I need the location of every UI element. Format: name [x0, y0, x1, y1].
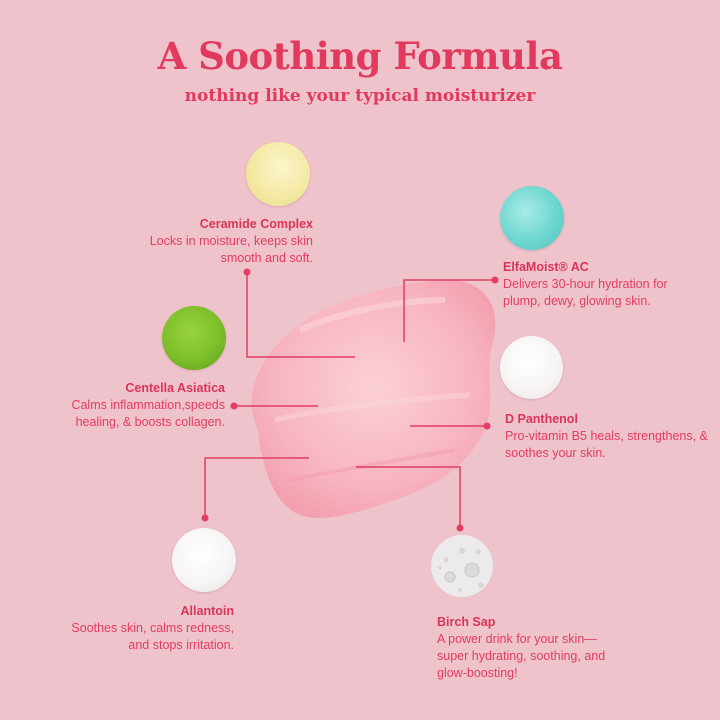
connector-dot [491, 276, 499, 284]
page-subtitle: nothing like your typical moisturizer [184, 86, 536, 106]
ingredient-allantoin: Allantoin Soothes skin, calms redness, a… [48, 603, 234, 654]
ingredient-name: Ceramide Complex [199, 217, 313, 231]
ingredient-desc: Locks in moisture, keeps skin smooth and… [149, 234, 313, 265]
ingredient-name: Birch Sap [437, 615, 496, 629]
clear-drop-icon [500, 336, 563, 399]
ingredient-desc: Pro-vitamin B5 heals, strengthens, & soo… [505, 429, 708, 460]
ingredient-desc: Calms inflammation,speeds healing, & boo… [71, 398, 225, 429]
ingredient-centella: Centella Asiatica Calms inflammation,spe… [40, 380, 225, 431]
ingredient-elfamoist: ElfaMoist® AC Delivers 30-hour hydration… [503, 259, 698, 310]
ingredient-name: D Panthenol [505, 412, 578, 426]
connector-allantoin [204, 457, 309, 518]
water-droplets-icon [431, 535, 493, 597]
green-herb-icon [162, 306, 226, 370]
ingredient-desc: Delivers 30-hour hydration for plump, de… [503, 277, 668, 308]
ingredient-desc: A power drink for your skin—super hydrat… [437, 632, 606, 680]
aqua-gel-icon [500, 186, 564, 250]
ingredient-ceramide: Ceramide Complex Locks in moisture, keep… [130, 216, 313, 267]
ingredient-name: Allantoin [180, 604, 234, 618]
cream-icon [246, 142, 310, 206]
ingredient-name: Centella Asiatica [125, 381, 225, 395]
connector-dot [456, 524, 464, 532]
connector-ceramide [246, 272, 355, 358]
connector-dot [483, 422, 491, 430]
ingredient-birch: Birch Sap A power drink for your skin—su… [437, 614, 622, 682]
ingredient-dpanthenol: D Panthenol Pro-vitamin B5 heals, streng… [505, 411, 717, 462]
connector-dot [201, 514, 209, 522]
page-title: A Soothing Formula [157, 34, 563, 78]
ingredient-name: ElfaMoist® AC [503, 260, 589, 274]
connector-elfamoist [403, 279, 495, 342]
white-powder-icon [172, 528, 236, 592]
connector-birch [356, 466, 461, 528]
ingredient-desc: Soothes skin, calms redness, and stops i… [71, 621, 234, 652]
connector-dot [230, 402, 238, 410]
cream-swatch-icon [251, 279, 496, 518]
connector-dot [243, 268, 251, 276]
